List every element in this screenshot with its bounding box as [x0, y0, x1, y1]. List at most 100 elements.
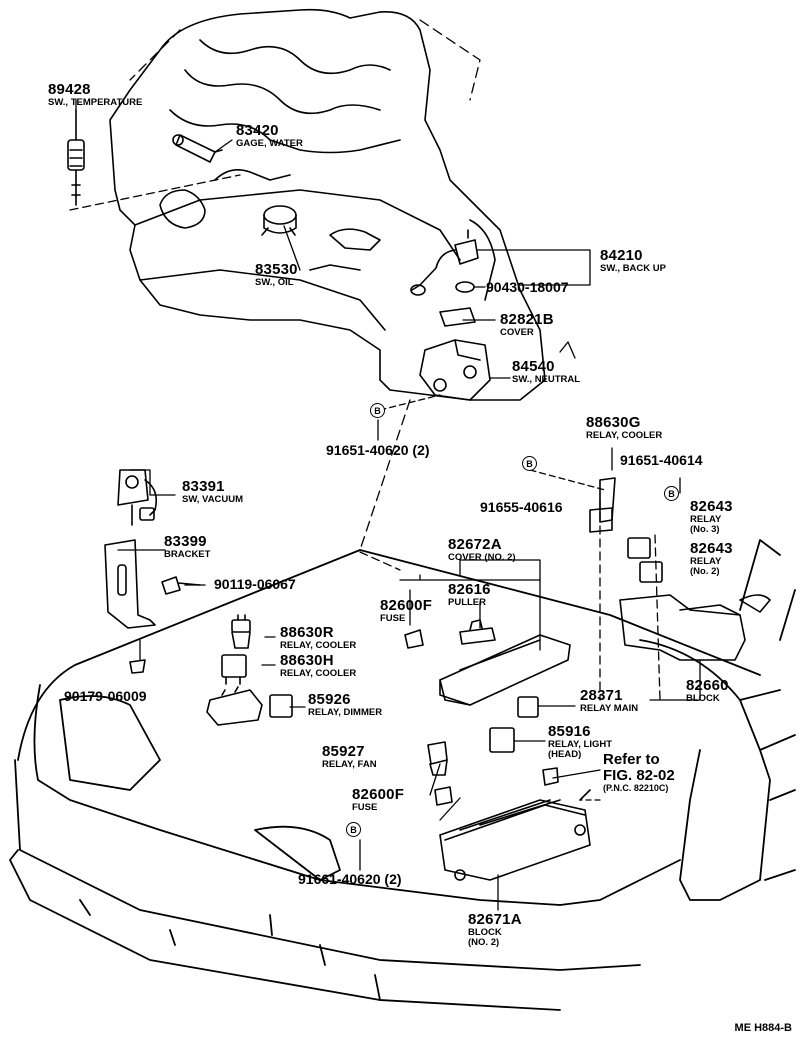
part-label-90179: 90179-06009	[64, 688, 147, 704]
part-label-88630g: 88630G RELAY, COOLER	[586, 415, 662, 441]
part-number: 82616	[448, 581, 491, 598]
part-label-83530: 83530 SW., OIL	[255, 262, 298, 288]
part-name: RELAY, COOLER	[586, 430, 663, 441]
part-name: RELAY, LIGHT	[548, 739, 613, 750]
relay-main-shape	[517, 696, 539, 718]
part-name: FUSE	[352, 802, 378, 813]
part-name: SW, VACUUM	[182, 494, 244, 505]
part-name: COVER (NO. 2)	[448, 552, 516, 563]
water-gage-shape	[172, 134, 223, 163]
part-label-83391: 83391 SW, VACUUM	[182, 479, 243, 505]
part-label-91661: 91661-40620 (2)	[298, 871, 402, 887]
part-name: BLOCK	[468, 927, 502, 938]
part-label-82600f-a: 82600F FUSE	[380, 598, 432, 624]
relay-cooler-r-shape	[231, 614, 251, 649]
part-number: 89428	[48, 81, 91, 98]
part-number: 88630H	[280, 652, 334, 669]
part-label-88630h: 88630H RELAY, COOLER	[280, 653, 356, 679]
part-label-91651-40620: 91651-40620 (2)	[326, 442, 430, 458]
part-name: PULLER	[448, 597, 486, 608]
part-number: 83420	[236, 122, 279, 139]
clip-shape	[129, 659, 146, 674]
part-label-82821b: 82821B COVER	[500, 312, 554, 338]
backup-switch-shape	[410, 229, 479, 296]
part-label-84210: 84210 SW., BACK UP	[600, 248, 666, 274]
part-number: 85926	[308, 691, 351, 708]
bolt-badge: B	[522, 456, 537, 471]
car-body-outline	[9, 539, 796, 1011]
part-label-28371: 28371 RELAY MAIN	[580, 688, 638, 714]
relay-dimmer-shape	[269, 694, 293, 718]
fuse-box-cover-shape	[439, 634, 571, 706]
part-name: FUSE	[380, 613, 406, 624]
temperature-switch-shape	[67, 109, 85, 206]
part-name: RELAY, COOLER	[280, 668, 357, 679]
part-name: SW., BACK UP	[600, 263, 666, 274]
part-label-82671a: 82671A BLOCK (NO. 2)	[468, 912, 522, 947]
part-name: RELAY, FAN	[322, 759, 377, 770]
reference-line1: Refer to	[603, 751, 660, 768]
bolt-badge: B	[346, 822, 361, 837]
part-label-85927: 85927 RELAY, FAN	[322, 744, 377, 770]
part-label-83420: 83420 GAGE, WATER	[236, 123, 303, 149]
reference-line3: (P.N.C. 82210C)	[603, 782, 669, 793]
relay-head-shape	[489, 727, 515, 753]
puller-shape	[459, 619, 496, 645]
part-label-91651-40614: 91651-40614	[620, 452, 703, 468]
part-name: BLOCK	[686, 693, 720, 704]
part-label-83399: 83399 BRACKET	[164, 534, 210, 560]
engine-outline	[109, 8, 546, 401]
phantom-lines	[129, 19, 481, 551]
part-number: 82643	[690, 498, 733, 515]
part-label-90430: 90430-18007	[486, 279, 569, 295]
drawing-code: ME H884-B	[734, 1022, 792, 1034]
part-number: 82600F	[352, 786, 405, 803]
bolt-shape	[161, 576, 201, 595]
part-name: RELAY, COOLER	[280, 640, 357, 651]
part-subname: (HEAD)	[548, 748, 582, 760]
part-subname: (No. 3)	[690, 523, 720, 535]
part-number: 82672A	[448, 536, 502, 553]
part-name: RELAY	[690, 556, 722, 567]
part-number: 85916	[548, 723, 591, 740]
part-label-82616: 82616 PULLER	[448, 582, 491, 608]
part-number: 84540	[512, 358, 555, 375]
fuse-shape-a	[404, 629, 424, 649]
block-82660-shape	[619, 594, 771, 661]
part-number: 88630G	[586, 414, 641, 431]
part-label-84540: 84540 SW., NEUTRAL	[512, 359, 580, 385]
neutral-switch-shape	[419, 307, 491, 401]
part-number: 83530	[255, 261, 298, 278]
part-name: BRACKET	[164, 549, 211, 560]
part-name: SW., NEUTRAL	[512, 374, 581, 385]
part-label-82643-no2: 82643 RELAY (No. 2)	[690, 541, 733, 576]
part-label-85916: 85916 RELAY, LIGHT (HEAD)	[548, 724, 612, 759]
bolt-badge: B	[664, 486, 679, 501]
fuse-shape-b	[434, 786, 453, 806]
reference-line2: FIG. 82-02	[603, 766, 675, 784]
part-number: 82643	[690, 540, 733, 557]
relay-no3-shape	[627, 537, 651, 559]
part-label-82660: 82660 BLOCK	[686, 678, 729, 704]
relay-block-shape	[206, 686, 263, 726]
part-name: RELAY, DIMMER	[308, 707, 383, 718]
leader-lines	[69, 99, 701, 911]
bolt-badge: B	[370, 403, 385, 418]
part-number: 82671A	[468, 911, 522, 928]
part-name: COVER	[500, 327, 534, 338]
part-name: GAGE, WATER	[236, 138, 303, 149]
part-number: 28371	[580, 687, 623, 704]
part-subname: (NO. 2)	[468, 936, 500, 948]
part-subname: (No. 2)	[690, 565, 720, 577]
relay-no2-shape	[639, 561, 663, 583]
part-label-85926: 85926 RELAY, DIMMER	[308, 692, 382, 718]
relay-cooler-h-shape	[221, 654, 247, 685]
part-label-90119: 90119-06067	[214, 576, 296, 592]
part-label-82672a: 82672A COVER (NO. 2)	[448, 537, 516, 563]
part-number: 88630R	[280, 624, 334, 641]
part-name: SW., TEMPERATURE	[48, 97, 143, 108]
part-label-82643-no3: 82643 RELAY (No. 3)	[690, 499, 733, 534]
bracket-shape	[104, 539, 156, 629]
reference-note: Refer to FIG. 82-02 (P.N.C. 82210C)	[603, 752, 675, 793]
